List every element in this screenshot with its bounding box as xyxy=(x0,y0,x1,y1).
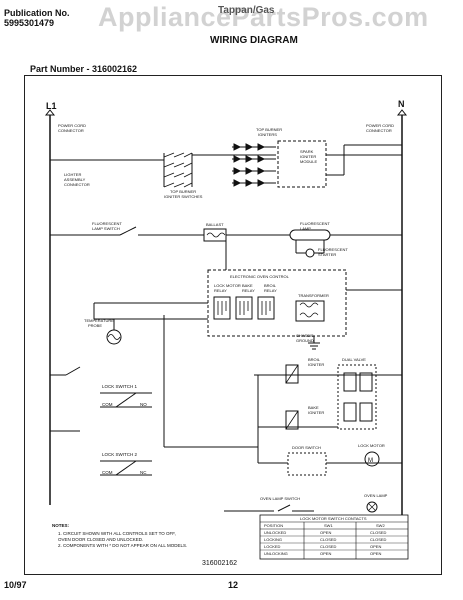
table-row-1-pos: LOCKING xyxy=(264,537,282,542)
top-burner-switches xyxy=(50,152,193,188)
table-head-position: POSITION xyxy=(264,523,283,528)
ground-icon xyxy=(308,342,320,350)
lock-motor-contacts-table xyxy=(259,514,409,560)
igniter-valve-section xyxy=(254,364,402,430)
page-title: WIRING DIAGRAM xyxy=(210,35,298,46)
oven-lamp-label: OVEN LAMP xyxy=(364,493,388,498)
temperature-probe xyxy=(93,302,208,345)
com-label-2: COM xyxy=(102,470,113,475)
table-row-0-sw1: OPEN xyxy=(320,530,331,535)
no-label-1: NO xyxy=(140,402,147,407)
table-row-1-sw2: CLOSED xyxy=(370,537,387,542)
lock-switches xyxy=(50,315,165,476)
fluorescent-starter-icon xyxy=(305,248,315,258)
svg-text:M: M xyxy=(368,458,373,464)
note-2: 2. COMPONENTS WITH * DO NOT APPEAR ON AL… xyxy=(58,543,187,548)
table-row-2-sw1: CLOSED xyxy=(320,544,337,549)
note-1: 1. CIRCUIT SHOWN WITH ALL CONTROLS SET T… xyxy=(58,531,176,536)
n-terminal-icon xyxy=(396,109,408,116)
relay-blocks xyxy=(213,296,325,322)
table-row-1-sw1: CLOSED xyxy=(320,537,337,542)
lock-switch-1-label: LOCK SWITCH 1 xyxy=(102,384,138,389)
transformer-label: TRANSFORMER xyxy=(298,293,329,298)
dual-valve-label: DUAL VALVE xyxy=(342,357,366,362)
top-burner-igniters xyxy=(192,143,276,187)
table-row-2-sw2: OPEN xyxy=(370,544,381,549)
table-row-3-pos: UNLOCKING xyxy=(264,551,288,556)
n-label: N xyxy=(398,99,405,109)
l1-terminal-icon xyxy=(44,109,56,116)
note-1b: OVEN DOOR CLOSED AND UNLOCKED. xyxy=(58,537,143,542)
table-title: LOCK MOTOR SWITCH CONTACTS xyxy=(300,516,367,521)
table-head-sw2: SW2 xyxy=(376,523,385,528)
table-row-3-sw2: OPEN xyxy=(370,551,381,556)
door-switch-label: DOOR SWITCH xyxy=(292,445,321,450)
drawing-number: 316002162 xyxy=(202,560,237,567)
l1-label: L1 xyxy=(46,101,57,111)
fluorescent-lamp-icon xyxy=(289,229,331,241)
oven-lamp-switch-label: OVEN LAMP SWITCH xyxy=(260,496,300,501)
footer-date: 10/97 xyxy=(4,580,27,590)
publication-number: 5995301479 xyxy=(4,18,55,28)
part-number: Part Number - 316002162 xyxy=(30,64,138,74)
footer-page-number: 12 xyxy=(228,580,239,590)
spark-module-box xyxy=(277,140,327,188)
door-switch-section: M xyxy=(164,375,403,515)
nc-label-2: NC xyxy=(140,470,147,475)
electronic-oven-control xyxy=(207,269,347,337)
table-row-0-pos: UNLOCKED xyxy=(264,530,286,535)
eoc-label: ELECTRONIC OVEN CONTROL xyxy=(230,274,290,279)
table-row-3-sw1: OPEN xyxy=(320,551,331,556)
notes-title: NOTES: xyxy=(52,523,70,528)
table-row-0-sw2: CLOSED xyxy=(370,530,387,535)
com-label-1: COM xyxy=(102,402,113,407)
table-head-sw1: SW1 xyxy=(324,523,333,528)
brand-label: Tappan/Gas xyxy=(218,5,275,16)
lock-motor-label: LOCK MOTOR xyxy=(358,443,385,448)
diagram-frame xyxy=(24,75,442,575)
publication-label: Publication No. xyxy=(4,8,70,18)
lock-switch-2-label: LOCK SWITCH 2 xyxy=(102,452,138,457)
ballast-label: BALLAST xyxy=(206,222,224,227)
table-row-2-pos: LOCKED xyxy=(264,544,281,549)
watermark: AppliancePartsPros.com xyxy=(98,2,429,32)
